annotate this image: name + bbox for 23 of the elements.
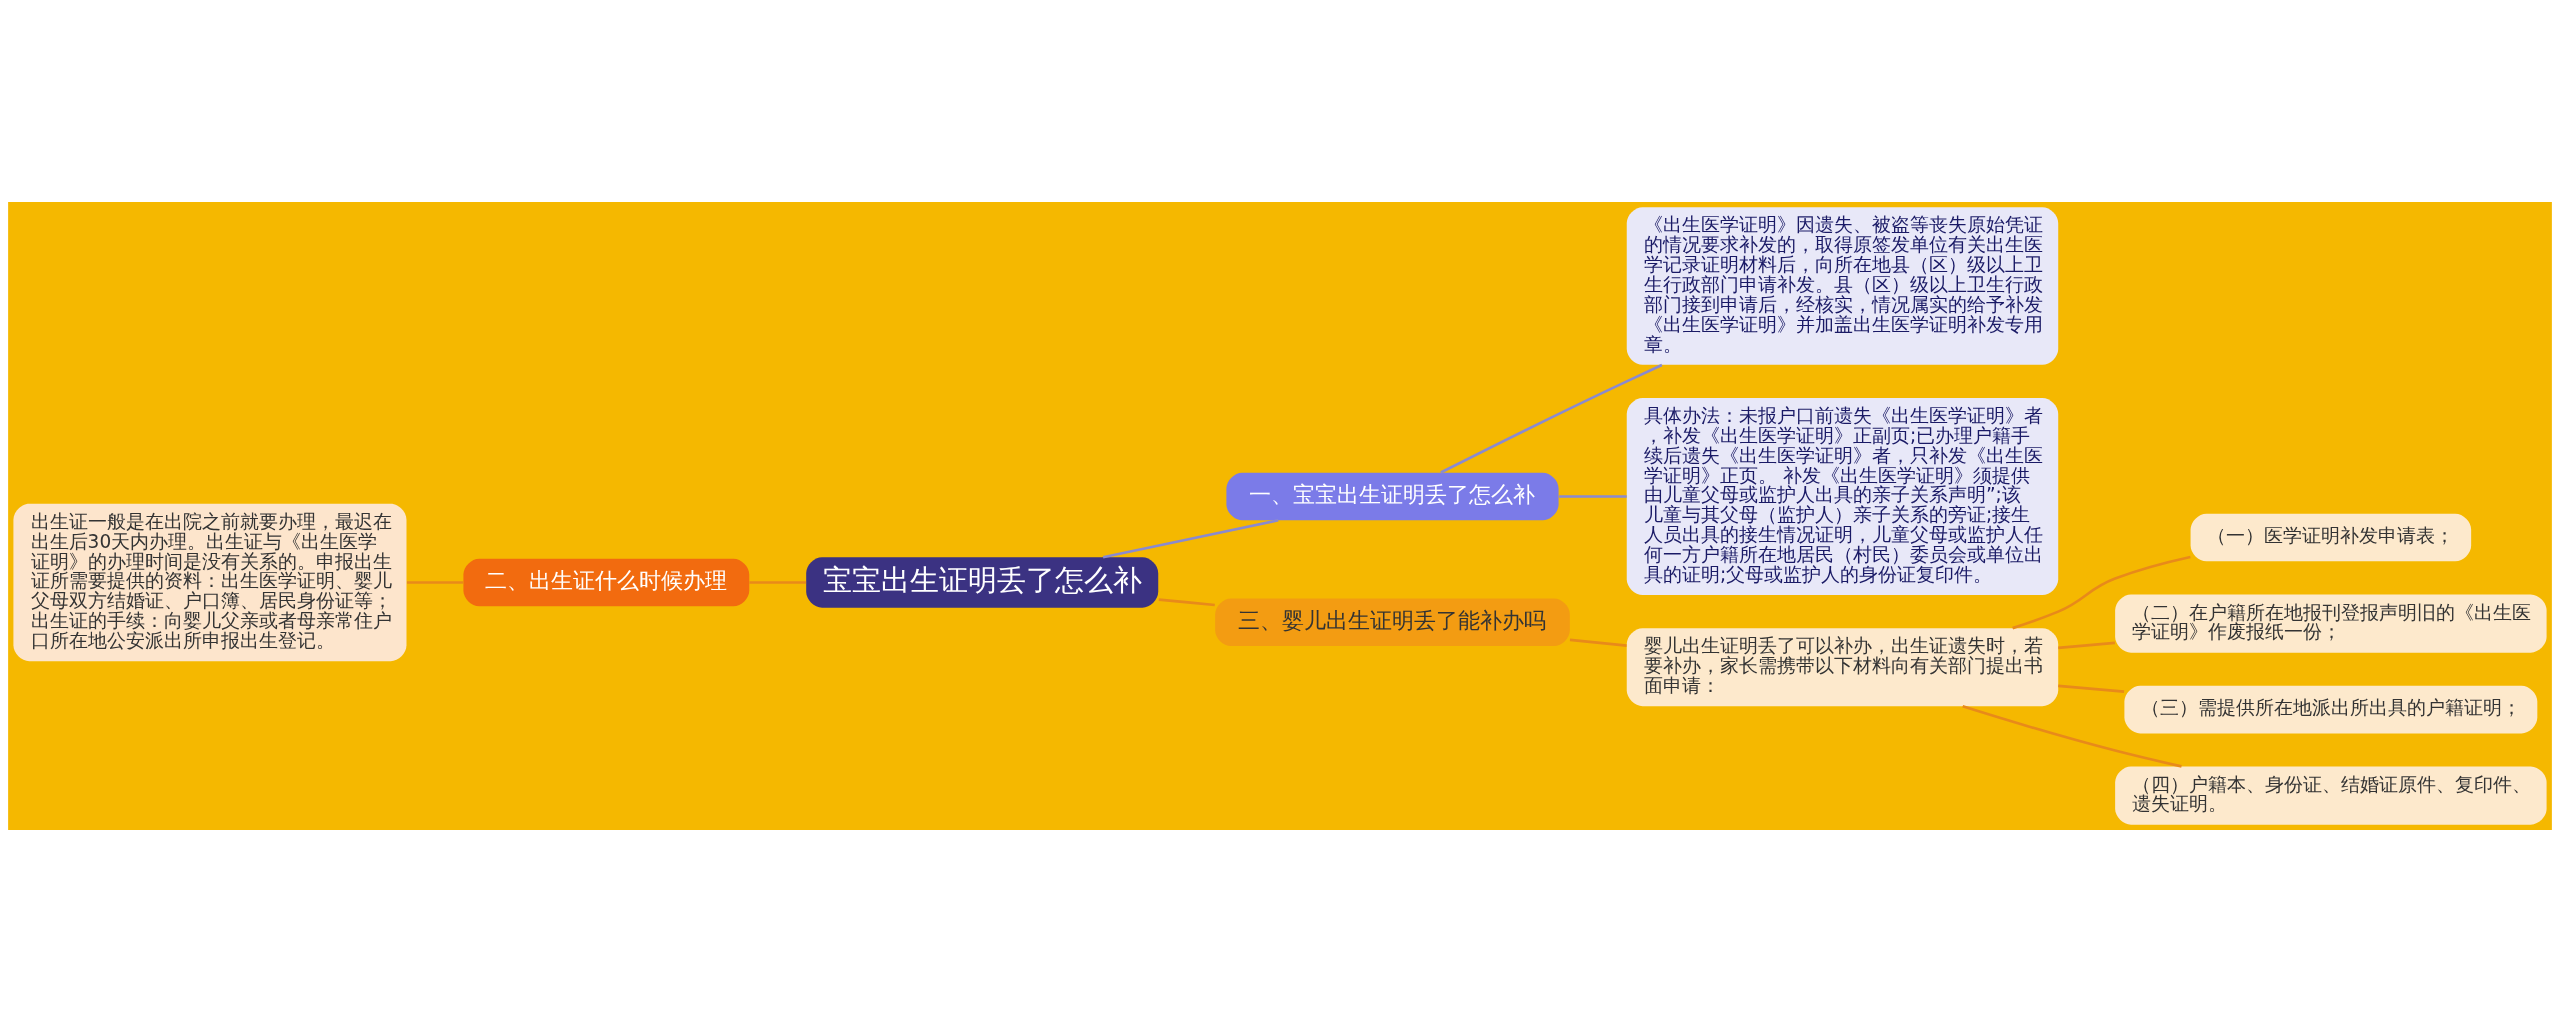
node-box: 婴儿出生证明丢了可以补办，出生证遗失时，若要补办，家长需携带以下材料向有关部门提出书面申请： bbox=[1626, 627, 2059, 706]
connector bbox=[1158, 597, 1215, 606]
node-box: （二）在户籍所在地报刊登报声明旧的《出生医学证明》作废报纸一份； bbox=[2115, 593, 2547, 653]
node-box: 具体办法：未报户口前遗失《出生医学证明》者，补发《出生医学证明》正副页;已办理户籍手续后遗失《出生医学证明》者，只补发《出生医学证明》正页。 补发《出生医学证明》须提供由儿童父母或监护人出具的亲子关系声明”;该儿童与其父母（监护人）亲子关系的旁证;接生人员出具的接生情况证明，儿童父母或监护人任何一方户籍所在地居民（村民）委员会或单位出具的证明;父母或监护人的身份证复印件。 bbox=[1626, 397, 2059, 595]
connector bbox=[1962, 704, 2182, 768]
connector bbox=[2058, 684, 2125, 693]
connector bbox=[2012, 555, 2191, 629]
node-box: 宝宝出生证明丢了怎么补 bbox=[806, 556, 1159, 608]
node-box: 二、出生证什么时候办理 bbox=[463, 558, 750, 606]
node-box: （一）医学证明补发申请表； bbox=[2190, 513, 2472, 561]
node-box: 《出生医学证明》因遗失、被盗等丧失原始凭证的情况要求补发的，取得原签发单位有关出生医学记录证明材料后，向所在地县（区）级以上卫生行政部门申请补发。县（区）级以上卫生行政部门接到申请后，经核实，情况属实的给予补发《出生医学证明》并加盖出生医学证明补发专用章。 bbox=[1626, 206, 2059, 365]
connector bbox=[2058, 641, 2116, 649]
connector bbox=[749, 580, 807, 584]
node-box: 出生证一般是在出院之前就要办理，最迟在出生后30天内办理。出生证与《出生医学证明》的办理时间是没有关系的。申报出生证所需要提供的资料：出生医学证明、婴儿父母双方结婚证、户口簿、居民身份证等；出生证的手续：向婴儿父亲或者母亲常住户口所在地公安派出所申报出生登记。 bbox=[13, 503, 407, 661]
node-box: 三、婴儿出生证明丢了能补办吗 bbox=[1215, 597, 1570, 646]
connector bbox=[1440, 363, 1663, 474]
connector bbox=[1569, 638, 1627, 647]
connector bbox=[407, 580, 464, 584]
connector bbox=[1559, 494, 1627, 498]
node-box: （三）需提供所在地派出所出具的户籍证明； bbox=[2124, 685, 2538, 733]
node-box: （四）户籍本、身份证、结婚证原件、复印件、遗失证明。 bbox=[2115, 765, 2547, 825]
node-box: 一、宝宝出生证明丢了怎么补 bbox=[1226, 472, 1559, 520]
connector bbox=[1102, 518, 1279, 559]
